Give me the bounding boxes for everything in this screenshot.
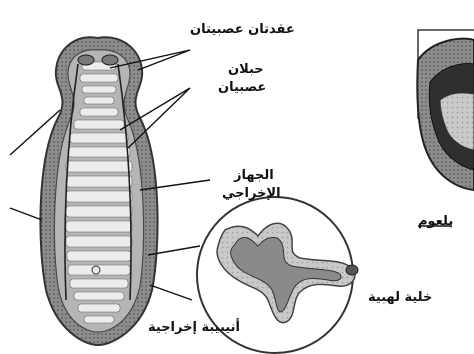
pharynx-view [417, 30, 474, 190]
label-pharynx: بلعوم [418, 214, 453, 230]
label-excretory-tubule: أنيبيبة إخراجية [148, 320, 240, 336]
label-excretory-line2: الإخراجي [222, 186, 281, 202]
label-flame-cell: خلية لهبية [368, 290, 432, 306]
label-excretory-line1: الجهاز [234, 168, 274, 184]
label-nerve-cords-line1: حبلان [228, 62, 264, 78]
label-nerve-ganglia: عقدتان عصبيتان [190, 22, 295, 38]
worm-body [40, 37, 157, 345]
label-nerve-cords-line2: عصبيان [218, 80, 266, 96]
